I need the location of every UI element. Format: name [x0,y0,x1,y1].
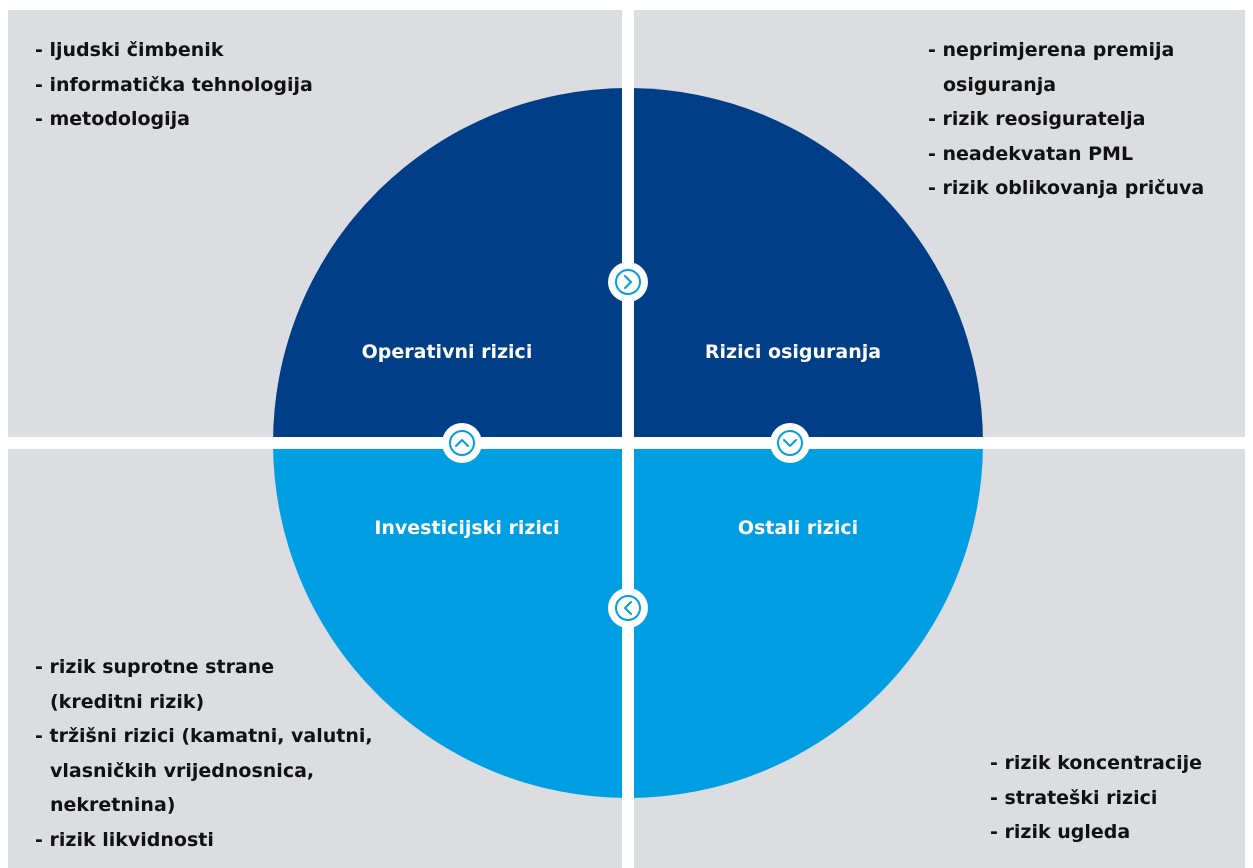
list-item: - rizik reosiguratelja [928,108,1146,130]
list-item: - rizik oblikovanja pričuva [928,177,1205,199]
list-item: - tržišni rizici (kamatni, valutni, vlas… [35,719,373,823]
list-item-continuation: (kreditni rizik) [50,690,205,713]
list-item-continuation: nekretnina) [50,794,176,816]
list-item-text: - tržišni rizici (kamatni, valutni, [35,725,373,747]
label-operational-risks: Operativni rizici [361,341,533,363]
quadrant-other [628,443,983,798]
list-item-continuation: osiguranja [943,73,1057,96]
quadrant-investment [273,443,628,798]
label-other-risks: Ostali rizici [737,517,859,539]
quadrant-operational [273,88,628,443]
list-item: - strateški rizici [990,786,1158,809]
list-item: - neprimjerena premija osiguranja [928,33,1204,102]
chevron-down-icon [770,423,810,463]
list-item: - rizik likvidnosti [35,828,214,851]
divider-vertical [622,0,634,868]
list-item: - ljudski čimbenik [35,39,224,61]
chevron-right-icon [608,262,648,302]
label-investment-risks: Investicijski rizici [374,517,560,539]
operational-risks-list: - ljudski čimbenik - informatička tehnol… [35,33,313,137]
label-insurance-risks: Rizici osiguranja [704,341,882,363]
divider-horizontal [0,437,1253,449]
list-item-text: - rizik suprotne strane [35,656,275,678]
insurance-risks-list: - neprimjerena premija osiguranja - rizi… [928,33,1204,206]
list-item: - metodologija [35,108,190,130]
list-item: - rizik ugleda [990,821,1131,843]
list-item-text: - neprimjerena premija [928,39,1175,61]
list-item: - informatička tehnologija [35,73,313,96]
chevron-up-icon [442,423,482,463]
list-item-continuation: vlasničkih vrijednosnica, [50,759,315,782]
investment-risks-list: - rizik suprotne strane (kreditni rizik)… [35,650,373,857]
list-item: - rizik koncentracije [990,752,1203,774]
other-risks-list: - rizik koncentracije - strateški rizici… [990,746,1202,850]
list-item: - rizik suprotne strane (kreditni rizik) [35,650,373,719]
list-item: - neadekvatan PML [928,142,1134,165]
chevron-left-icon [608,588,648,628]
quadrant-insurance [628,88,983,443]
